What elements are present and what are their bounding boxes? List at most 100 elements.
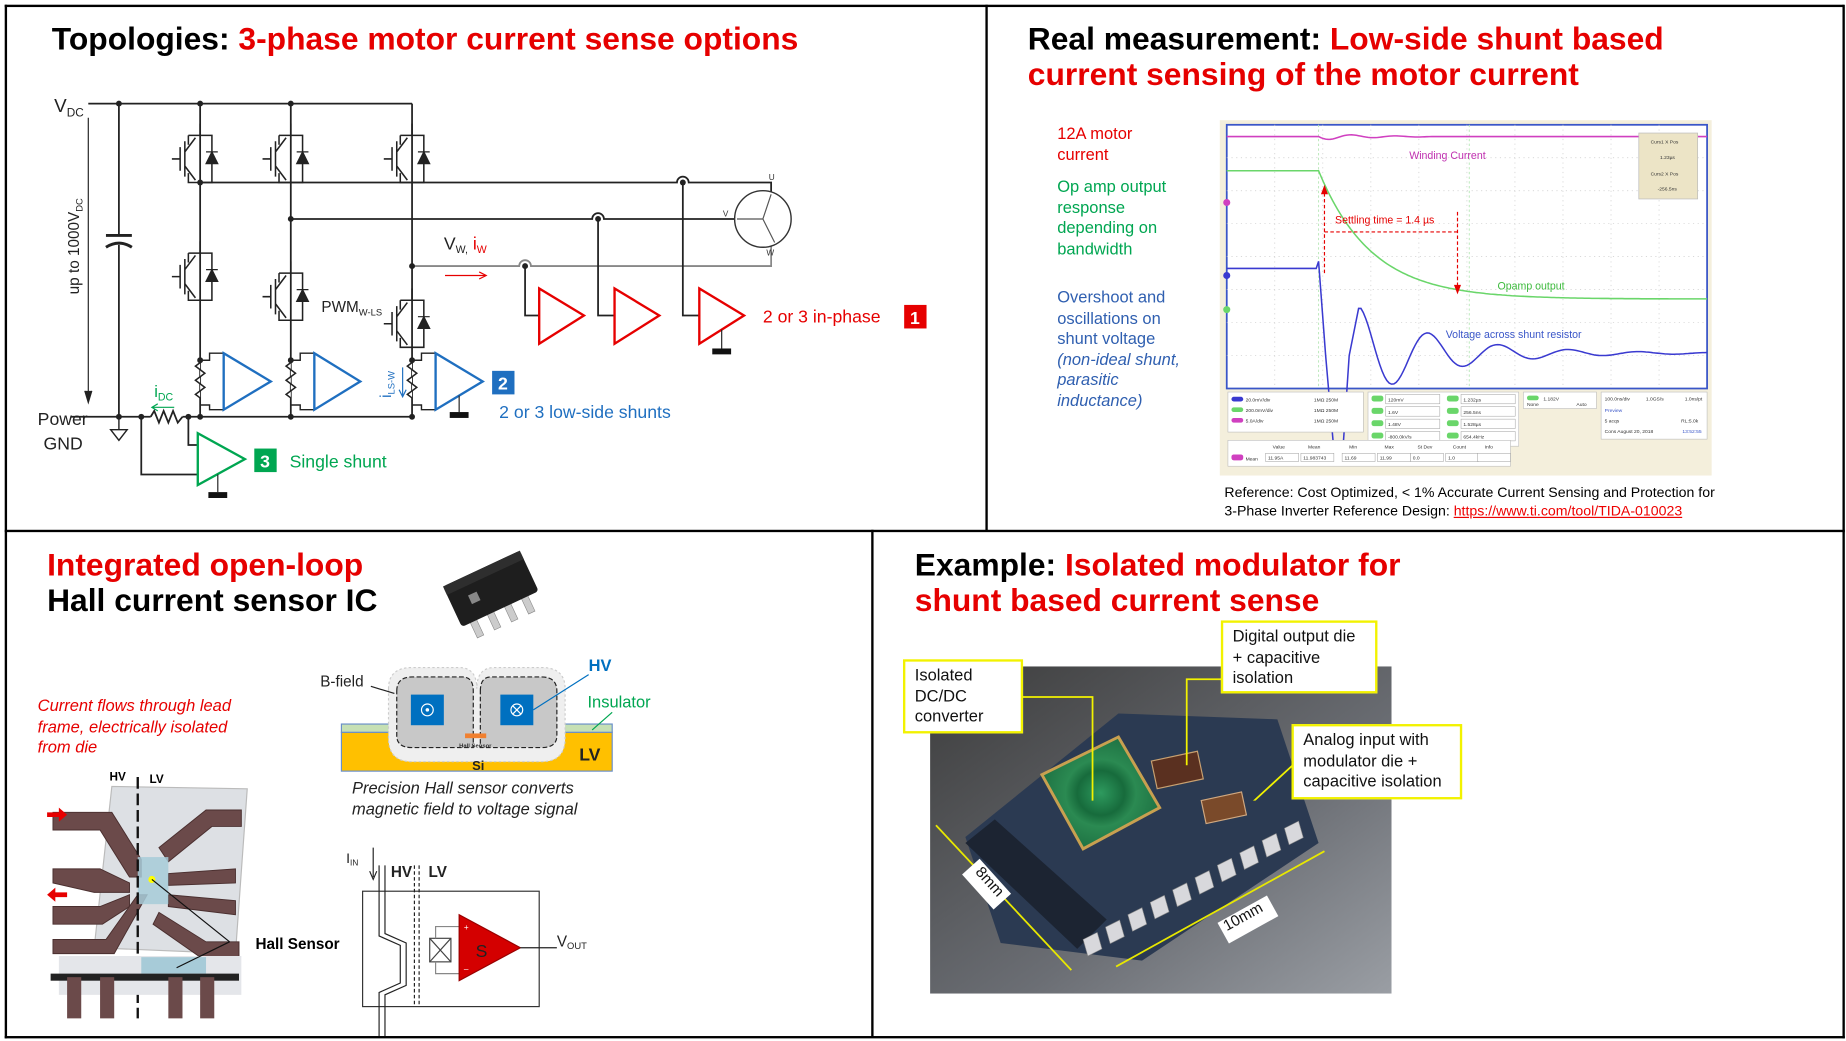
measure-header: Max — [1385, 445, 1395, 451]
svg-text:5 acqs: 5 acqs — [1605, 419, 1620, 425]
inphase-amp-w — [538, 286, 587, 346]
amp-s-label: S — [476, 941, 488, 961]
si-label: Si — [472, 758, 484, 773]
svg-text:1.23µs: 1.23µs — [1660, 155, 1675, 161]
option-single-shunt-label: Single shunt — [290, 451, 387, 471]
frame-bottom — [4, 1036, 1845, 1039]
pin — [1194, 870, 1215, 895]
measure-header: Mean — [1308, 445, 1321, 451]
readout-cell — [1460, 394, 1516, 405]
readout-value: 256.5ns — [1463, 410, 1481, 416]
voltage-arrow — [84, 117, 93, 405]
lowside-amp-u — [222, 351, 274, 412]
title-highlight-1: Low-side shunt based — [1329, 21, 1664, 57]
option-2-badge — [492, 370, 515, 395]
lv-region-label: LV — [579, 745, 600, 765]
hall-caption: Precision Hall sensor converts magnetic … — [352, 778, 578, 818]
igbt-icon — [262, 261, 310, 321]
title-prefix: Example: — [914, 547, 1065, 583]
title-highlight-2: current sensing of the motor current — [1027, 56, 1579, 92]
diode-icon — [205, 150, 219, 165]
svg-text:1MΩ 250M: 1MΩ 250M — [1314, 408, 1338, 414]
measure-value: 1.0 — [1448, 456, 1455, 462]
cursor-readout-box: Curs1 X Pos 1.23µs Curs2 X Pos -256.5ns — [1638, 132, 1699, 200]
note-motor-current: 12A motor current — [1057, 123, 1133, 164]
winding-current-label: Winding Current — [1409, 150, 1485, 162]
title-prefix: Real measurement: — [1027, 21, 1330, 57]
measure-value: 11.69 — [1344, 456, 1356, 462]
single-shunt-inputs — [140, 416, 198, 476]
hall-sensor-small-label: Hall Sensor — [459, 744, 492, 750]
lead-frame-package-drawing: HV LV Hall Sensor — [47, 771, 340, 1019]
readout-value: 1.48V — [1388, 422, 1402, 428]
modulator-title: Example: Isolated modulator for shunt ba… — [915, 547, 1401, 618]
divider-horizontal — [4, 529, 1845, 533]
oscilloscope-capture: Winding Current Settling time = 1.4 µs O… — [1219, 120, 1712, 476]
title-highlight: 3-phase motor current sense options — [238, 21, 799, 57]
hall-ic-chip-image — [442, 550, 538, 639]
single-shunt-amplifier — [196, 431, 248, 488]
ic-outline — [362, 890, 540, 1008]
digital-die — [1150, 750, 1204, 790]
hall-sensor-pointer — [151, 878, 230, 969]
pin — [1082, 931, 1103, 957]
svg-text:Curs1 X Pos: Curs1 X Pos — [1651, 140, 1679, 146]
note-overshoot-italic: (non-ideal shunt, parasitic inductance) — [1057, 349, 1181, 410]
diode-icon — [416, 150, 431, 165]
readout-chip — [1446, 420, 1459, 427]
title-highlight-1: Isolated modulator for — [1064, 547, 1401, 583]
measure-header: Value — [1273, 445, 1286, 451]
junction-dots — [115, 100, 686, 420]
option-3-badge — [254, 448, 277, 473]
inphase-amplifiers — [538, 286, 747, 346]
title-prefix: Topologies: — [51, 21, 239, 57]
junction-dot — [287, 216, 294, 222]
diode-icon — [295, 150, 310, 165]
dc-shunt-resistor — [149, 408, 184, 426]
reference-line-1: Reference: Cost Optimized, < 1% Accurate… — [1224, 483, 1715, 501]
pin — [1261, 833, 1282, 858]
readout-chip — [1371, 395, 1384, 402]
winding-current-trace — [1226, 134, 1708, 141]
motor-u-label: U — [769, 173, 775, 182]
power-gnd-label: Power — [38, 409, 88, 429]
lowside-amp-v — [313, 351, 363, 412]
readout-value: 654.4kHz — [1463, 435, 1484, 441]
pin — [1127, 907, 1148, 932]
readout-chip — [1446, 395, 1459, 402]
option-3-badge-text: 3 — [260, 451, 270, 471]
package-pins — [1082, 820, 1304, 957]
readout-cell — [1460, 406, 1516, 417]
topologies-title: Topologies: 3-phase motor current sense … — [52, 21, 799, 56]
diode-icon — [295, 288, 310, 302]
title-highlight-2: shunt based current sense — [914, 582, 1320, 619]
measure-cell — [1477, 453, 1511, 462]
svg-text:None: None — [1527, 402, 1539, 408]
measure-cell — [1300, 453, 1335, 462]
readout-cell — [1385, 394, 1441, 405]
cursor-lines — [1318, 124, 1470, 389]
low-side-shunts — [194, 352, 436, 411]
measure-header: Info — [1485, 445, 1493, 451]
junction-dot — [679, 179, 686, 186]
lead-frame-note: Current flows through lead frame, electr… — [37, 695, 231, 757]
svg-text:1.0ns/pt: 1.0ns/pt — [1685, 396, 1703, 402]
igbt-icon — [383, 123, 431, 184]
current-arrow-icon — [478, 271, 488, 280]
vdc-label: VDC — [54, 95, 84, 120]
readout-value: 1.6V — [1388, 410, 1399, 416]
measure-value: 11.983743 — [1303, 456, 1326, 462]
svg-text:20.0mV/div: 20.0mV/div — [1246, 397, 1271, 403]
svg-text:1MΩ 250M: 1MΩ 250M — [1314, 419, 1338, 425]
reference-link[interactable]: https://www.ti.com/tool/TIDA-010023 — [1453, 502, 1683, 520]
sense-amplifier — [458, 913, 522, 982]
measure-value: 0.0 — [1413, 456, 1420, 462]
frame-left — [4, 4, 8, 1039]
measure-header: Count — [1453, 445, 1467, 451]
measure-cell — [1341, 453, 1376, 462]
svg-text:Cons August 20, 2018: Cons August 20, 2018 — [1605, 429, 1654, 435]
measure-value: 11.99 — [1380, 456, 1392, 462]
settling-time-label: Settling time = 1.4 µs — [1335, 215, 1434, 227]
modulator-package-photo: 8mm 10mm — [930, 666, 1392, 994]
